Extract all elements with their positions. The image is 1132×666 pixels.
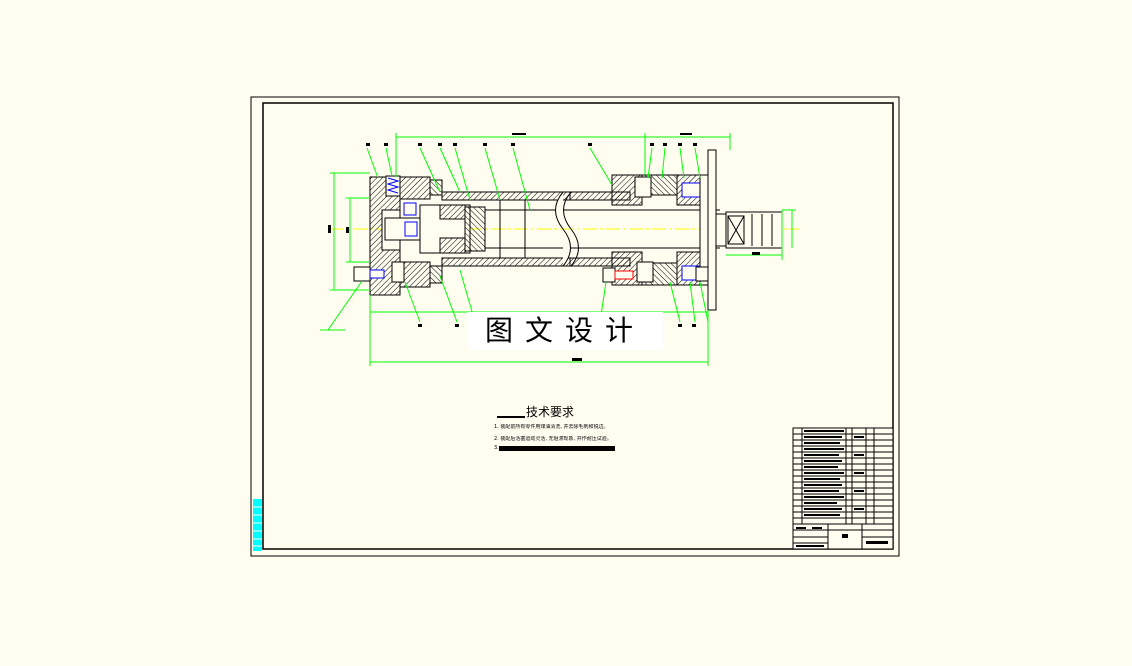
right-flange	[707, 149, 717, 311]
dimension-tick-marks	[328, 143, 760, 361]
port-fitting	[602, 267, 616, 283]
left-bolt	[353, 266, 371, 282]
tech-redaction-bars	[499, 446, 615, 451]
break-line	[555, 191, 571, 267]
watermark	[467, 312, 663, 350]
tech-requirement-line-1: 1. 装配前所有零件用煤油清洗, 并去除毛刺和锐边。	[494, 424, 609, 430]
title-block	[792, 427, 894, 550]
tech-requirements-heading: 技术要求	[526, 405, 575, 419]
binding-strip	[253, 499, 262, 551]
cross-box-icon	[727, 215, 745, 245]
tech-requirements	[497, 416, 525, 418]
sheet-inner-border	[262, 102, 894, 550]
rod-end	[725, 211, 783, 249]
barrel-bottom-wall	[441, 257, 571, 267]
title-block-text-marks	[796, 430, 888, 547]
hydraulic-cylinder-section	[330, 149, 800, 311]
barrel-top-wall	[441, 191, 571, 201]
tech-requirement-line-3: 3.	[494, 445, 499, 451]
dimension-lines	[320, 133, 796, 366]
left-upper-spring	[385, 175, 401, 197]
watermark-text: 图文设计	[484, 314, 645, 347]
tech-requirement-line-2: 2. 装配后活塞运动灵活, 无阻滞现象, 并作耐压试验。	[494, 436, 610, 442]
